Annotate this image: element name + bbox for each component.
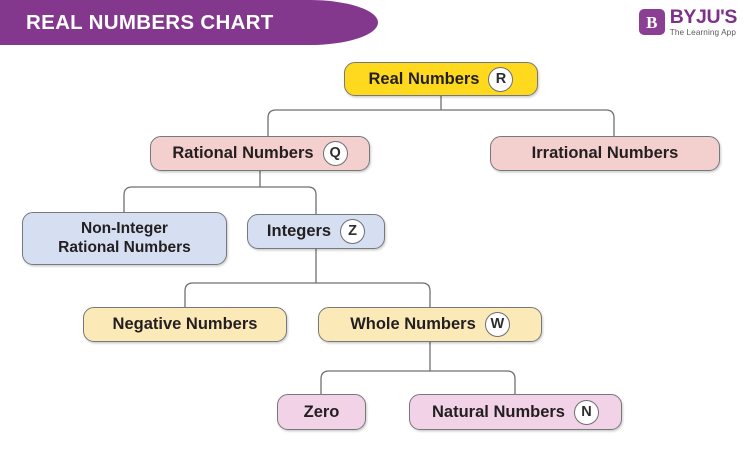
node-rational-numbers-label: Rational Numbers — [172, 144, 314, 162]
byjus-logo: B BYJU'S The Learning App — [638, 6, 738, 37]
node-non-integer-rational-numbers-label: Non-Integer Rational Numbers — [58, 220, 191, 257]
symbol-badge-q: Q — [322, 141, 348, 166]
node-whole-numbers[interactable]: Whole Numbers W — [318, 307, 542, 342]
node-zero[interactable]: Zero — [277, 394, 366, 430]
edge-integers-to-level3 — [184, 282, 431, 307]
symbol-badge-w: W — [484, 312, 510, 337]
node-non-integer-line1: Non-Integer — [81, 220, 168, 238]
logo-wordmark: BYJU'S — [669, 6, 738, 28]
node-integers-label: Integers — [266, 222, 332, 240]
node-rational-numbers[interactable]: Rational Numbers Q — [150, 136, 370, 171]
edge-rational-to-level2 — [123, 186, 317, 214]
node-real-numbers[interactable]: Real Numbers R — [344, 62, 538, 96]
node-irrational-numbers-label: Irrational Numbers — [531, 144, 679, 162]
logo-tagline: The Learning App — [669, 27, 736, 37]
header-bar — [0, 0, 378, 45]
node-non-integer-rational-numbers[interactable]: Non-Integer Rational Numbers — [22, 212, 227, 265]
symbol-badge-n: N — [573, 399, 599, 425]
logo-text: BYJU'S The Learning App — [669, 6, 738, 37]
page-title: REAL NUMBERS CHART — [26, 11, 274, 34]
node-zero-label: Zero — [303, 402, 340, 421]
node-integers[interactable]: Integers Z — [247, 214, 385, 249]
node-real-numbers-label: Real Numbers — [368, 69, 480, 88]
node-natural-numbers-label: Natural Numbers — [432, 402, 565, 421]
edge-real-to-level1 — [267, 109, 615, 136]
node-negative-numbers-label: Negative Numbers — [112, 315, 258, 333]
logo-b-glyph: B — [646, 12, 658, 32]
node-negative-numbers[interactable]: Negative Numbers — [83, 307, 287, 342]
logo-mark-icon: B — [638, 9, 665, 36]
symbol-badge-r: R — [488, 66, 514, 92]
node-non-integer-line2: Rational Numbers — [58, 238, 191, 256]
node-whole-numbers-label: Whole Numbers — [350, 315, 476, 333]
node-natural-numbers[interactable]: Natural Numbers N — [409, 394, 622, 430]
node-irrational-numbers[interactable]: Irrational Numbers — [490, 136, 720, 171]
edge-whole-to-level4 — [320, 370, 516, 394]
symbol-badge-z: Z — [340, 219, 366, 244]
